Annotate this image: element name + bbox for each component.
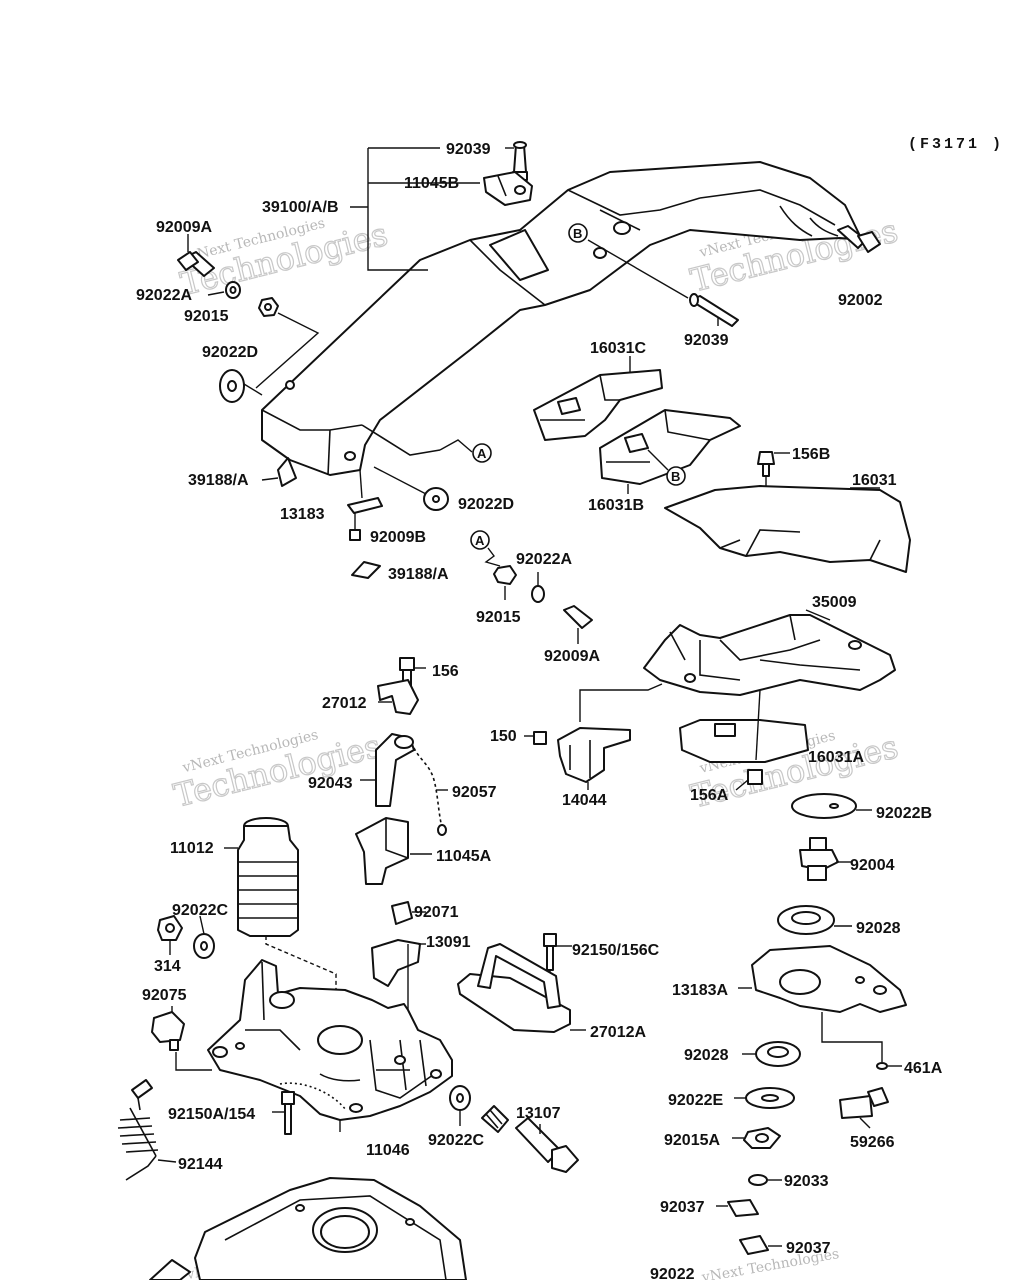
diagram-code: (F3171 )	[908, 136, 1004, 153]
label-92028: 92028	[856, 920, 901, 937]
label-156: 156	[432, 663, 459, 680]
label-92022d: 92022D	[202, 344, 258, 361]
label-92039: 92039	[446, 141, 491, 158]
clip-11045b	[483, 171, 533, 206]
label-92150a-154: 92150A/154	[168, 1106, 255, 1123]
lower-plate	[149, 1177, 467, 1280]
label-11045b: 11045B	[404, 175, 459, 192]
bolt-13107	[481, 1105, 579, 1173]
label-39188a: 39188/A	[188, 472, 249, 489]
label-39100: 39100/A/B	[262, 199, 339, 216]
marker-a: A	[475, 533, 485, 548]
label-92039-lower: 92039	[684, 332, 729, 349]
block-16031b	[599, 409, 741, 485]
label-16031a: 16031A	[808, 749, 864, 766]
label-92022d-right: 92022D	[458, 496, 514, 513]
label-16031c: 16031C	[590, 340, 646, 357]
label-156b: 156B	[792, 446, 830, 463]
label-92150-156c: 92150/156C	[572, 942, 660, 959]
label-92009a-lower: 92009A	[544, 648, 600, 665]
watermark: vNext Technologies Technologies	[176, 214, 392, 303]
label-92028-lower: 92028	[684, 1047, 729, 1064]
label-11045a: 11045A	[436, 848, 492, 865]
fitting-59266	[839, 1087, 889, 1119]
label-92071: 92071	[414, 904, 459, 921]
bracket-11045a	[355, 817, 409, 885]
label-92022c: 92022C	[172, 902, 228, 919]
label-14044: 14044	[562, 792, 607, 809]
label-92057: 92057	[452, 784, 497, 801]
label-92037: 92037	[660, 1199, 705, 1216]
label-156a: 156A	[690, 787, 729, 804]
spring-92144	[117, 1079, 159, 1181]
frame-35009	[643, 614, 896, 696]
label-11012: 11012	[170, 840, 214, 857]
label-13091: 13091	[426, 934, 471, 951]
label-92022e: 92022E	[668, 1092, 723, 1109]
label-92015-lower: 92015	[476, 609, 521, 626]
label-11046: 11046	[366, 1142, 410, 1159]
label-13183: 13183	[280, 506, 325, 523]
label-27012a: 27012A	[590, 1024, 646, 1041]
label-92004: 92004	[850, 857, 895, 874]
label-314: 314	[154, 958, 181, 975]
marker-a: A	[477, 446, 487, 461]
label-92002: 92002	[838, 292, 883, 309]
housing-11046	[207, 959, 453, 1121]
label-92022c-lower: 92022C	[428, 1132, 484, 1149]
marker-b: B	[573, 226, 582, 241]
bracket-14044	[557, 727, 631, 783]
label-27012: 27012	[322, 695, 367, 712]
boot-11012	[237, 817, 299, 937]
label-92022a: 92022A	[136, 287, 192, 304]
label-92009a: 92009A	[156, 219, 212, 236]
label-92037-lower: 92037	[786, 1240, 831, 1257]
label-16031b: 16031B	[588, 497, 644, 514]
label-13183a: 13183A	[672, 982, 728, 999]
bolt-92002	[837, 225, 881, 253]
label-92144: 92144	[178, 1156, 223, 1173]
handle-27012a	[457, 943, 571, 1033]
block-16031c	[533, 369, 663, 441]
label-92022b: 92022B	[876, 805, 932, 822]
label-92022: 92022	[650, 1266, 695, 1280]
label-92022a-lower: 92022A	[516, 551, 572, 568]
label-92015a: 92015A	[664, 1132, 720, 1149]
label-35009: 35009	[812, 594, 857, 611]
label-16031: 16031	[852, 472, 897, 489]
label-461a: 461A	[904, 1060, 943, 1077]
label-92009b: 92009B	[370, 529, 426, 546]
label-92075: 92075	[142, 987, 187, 1004]
label-59266: 59266	[850, 1134, 895, 1151]
pad-16031	[664, 485, 911, 573]
label-92015: 92015	[184, 308, 229, 325]
label-13107: 13107	[516, 1105, 561, 1122]
label-92033: 92033	[784, 1173, 829, 1190]
watermark: vNext Technologies Technologies	[169, 726, 385, 815]
label-92043: 92043	[308, 775, 353, 792]
label-39188a-lower: 39188/A	[388, 566, 449, 583]
label-150: 150	[490, 728, 517, 745]
marker-b: B	[671, 469, 680, 484]
plate-13183a	[751, 945, 907, 1013]
block-16031a	[679, 719, 809, 763]
tube-92043	[375, 733, 415, 807]
pin-92039-lower	[689, 293, 739, 327]
bolt-92009a	[177, 251, 215, 277]
stud-92004	[799, 837, 839, 881]
